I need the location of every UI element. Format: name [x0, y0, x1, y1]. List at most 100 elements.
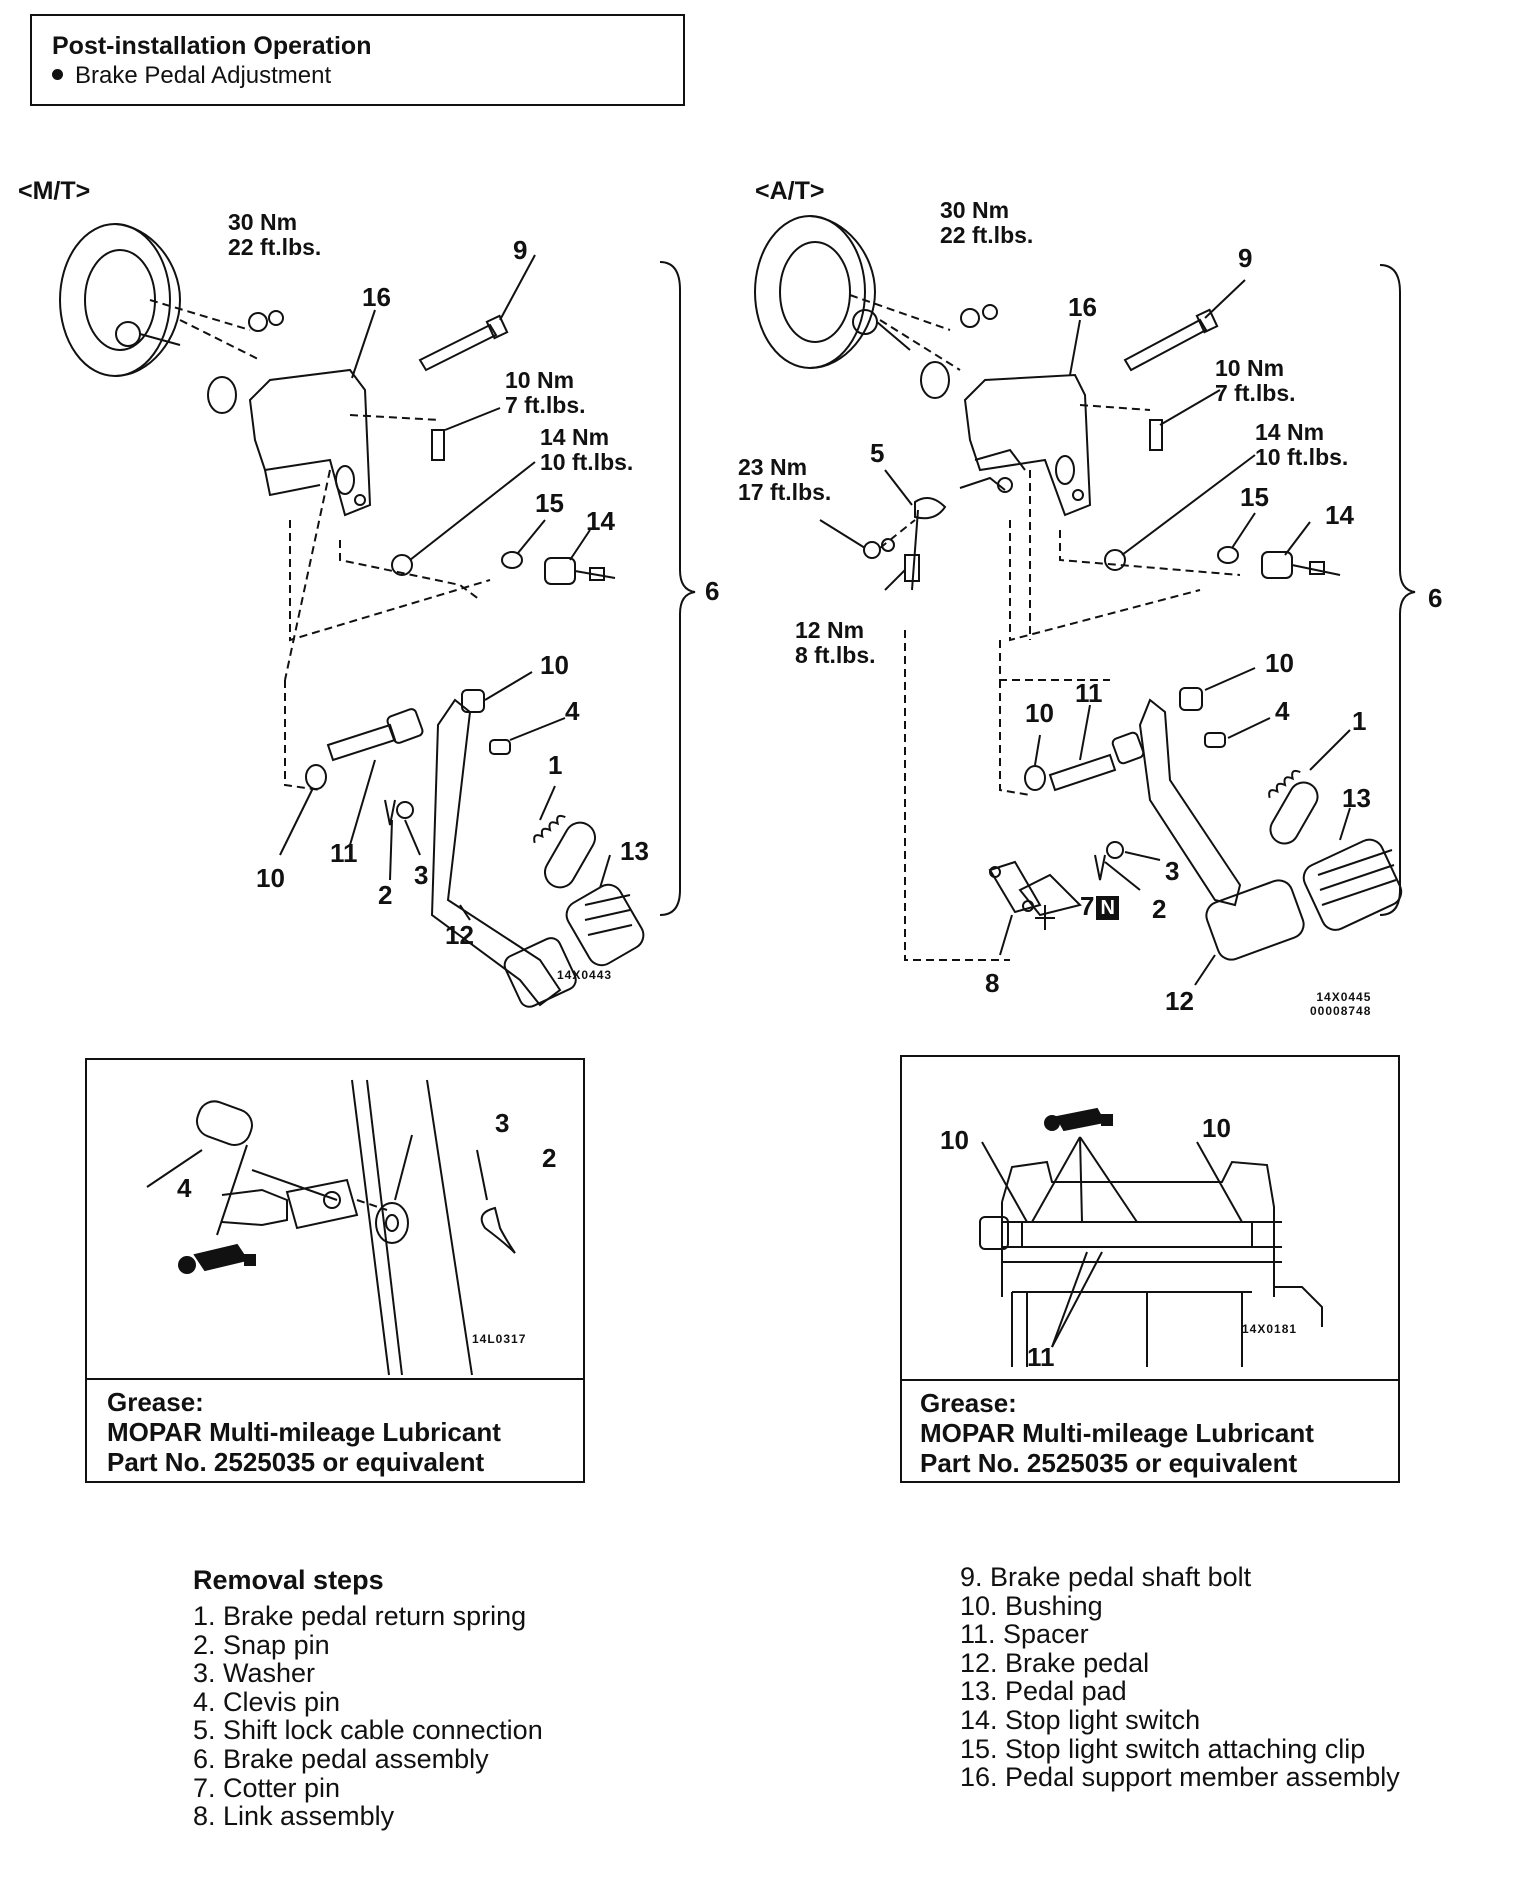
at-torque-shift-ftlbs: 17 ft.lbs.	[738, 479, 832, 506]
at-pedal-plate	[1205, 879, 1305, 961]
mt-label: <M/T>	[18, 177, 91, 205]
at-label-9: 9	[1238, 243, 1253, 273]
header-bullet-text: Brake Pedal Adjustment	[75, 62, 332, 89]
detail-left-grease-heading: Grease:	[107, 1387, 204, 1417]
at-label-13: 13	[1342, 783, 1371, 813]
mt-label-12: 12	[445, 920, 474, 950]
removal-step: 11. Spacer	[960, 1619, 1089, 1650]
header-box: Post-installation Operation Brake Pedal …	[30, 14, 685, 106]
removal-steps-left: 1. Brake pedal return spring 2. Snap pin…	[193, 1602, 543, 1831]
at-label-8: 8	[985, 968, 1000, 998]
mt-torque-booster-nm: 30 Nm	[228, 209, 298, 235]
mt-shaft-bolt	[418, 323, 498, 372]
detail-right-bracket	[1001, 1160, 1275, 1297]
mt-torque-bolt-ftlbs: 7 ft.lbs.	[505, 392, 586, 419]
detail-right-label-11: 11	[1027, 1342, 1055, 1372]
mt-label-1: 1	[548, 750, 563, 780]
at-torque-cable-nm: 12 Nm	[795, 617, 865, 643]
detail-left-drawing	[146, 1079, 516, 1376]
detail-right-grease-text: Grease: MOPAR Multi-mileage Lubricant Pa…	[920, 1388, 1314, 1479]
detail-left-label-4: 4	[177, 1173, 192, 1203]
detail-right-grease-icon	[1044, 1107, 1113, 1132]
at-torque-shift-nm: 23 Nm	[738, 454, 808, 480]
at-shift-lock-lever	[914, 497, 947, 520]
removal-step: 6. Brake pedal assembly	[193, 1743, 489, 1774]
removal-step: 16. Pedal support member assembly	[960, 1762, 1400, 1793]
at-label-16: 16	[1068, 292, 1097, 322]
mt-torque-booster-ftlbs: 22 ft.lbs.	[228, 234, 322, 261]
mt-torque-bolt: 10 Nm 7 ft.lbs.	[505, 367, 586, 419]
detail-right-divider	[902, 1379, 1398, 1381]
mt-label-10-left: 10	[256, 863, 285, 893]
detail-left-code: 14L0317	[472, 1332, 527, 1346]
removal-step: 14. Stop light switch	[960, 1704, 1201, 1735]
mt-assembly-brace	[659, 261, 696, 916]
at-torque-bolt-nm: 10 Nm	[1215, 355, 1285, 381]
detail-left-box: 3 2 4 14L0317 Grease: MOPAR Multi-mileag…	[85, 1058, 585, 1483]
at-torque-bolt-ftlbs: 7 ft.lbs.	[1215, 380, 1296, 407]
mt-torque-nut-nm: 14 Nm	[540, 424, 610, 450]
at-torque-nut-nm: 14 Nm	[1255, 419, 1325, 445]
removal-step: 1. Brake pedal return spring	[193, 1601, 527, 1631]
at-torque-booster-nm: 30 Nm	[940, 197, 1010, 223]
mt-label-16: 16	[362, 282, 391, 312]
removal-step: 3. Washer	[193, 1658, 316, 1689]
mt-drawing-code: 14X0443	[557, 968, 613, 982]
mt-label-10-right: 10	[540, 650, 569, 680]
removal-step: 5. Shift lock cable connection	[193, 1715, 543, 1746]
header-bullet: Brake Pedal Adjustment	[52, 62, 331, 90]
at-label-12: 12	[1165, 986, 1194, 1016]
detail-left-grease-icon	[178, 1243, 256, 1274]
at-drawing-code-2: 00008748	[1310, 1004, 1372, 1019]
at-label-2: 2	[1152, 894, 1167, 924]
at-label-7-number: 7	[1080, 891, 1095, 921]
at-link-assembly	[988, 860, 1042, 914]
mt-torque-nut-ftlbs: 10 ft.lbs.	[540, 449, 634, 476]
at-label-7-badge: N	[1096, 896, 1119, 921]
at-drawing-code-1: 14X0445	[1316, 990, 1372, 1004]
removal-step: 4. Clevis pin	[193, 1686, 341, 1717]
mt-torque-bolt-nm: 10 Nm	[505, 367, 575, 393]
at-torque-cable: 12 Nm 8 ft.lbs.	[795, 617, 876, 669]
at-torque-booster-ftlbs: 22 ft.lbs.	[940, 222, 1034, 249]
detail-left-washer	[375, 1202, 409, 1244]
at-label-6: 6	[1428, 583, 1443, 613]
mt-label-4: 4	[565, 696, 580, 726]
detail-right-grease-part: Part No. 2525035 or equivalent	[920, 1447, 1298, 1478]
mt-label-2: 2	[378, 880, 393, 910]
at-label-11: 11	[1075, 678, 1103, 708]
detail-right-label-10-right: 10	[1202, 1113, 1231, 1143]
at-torque-shift: 23 Nm 17 ft.lbs.	[738, 454, 832, 506]
removal-step: 12. Brake pedal	[960, 1647, 1150, 1678]
mt-pedal-pad	[565, 883, 645, 967]
removal-steps-right: 9. Brake pedal shaft bolt 10. Bushing 11…	[960, 1563, 1400, 1792]
mt-label-3: 3	[414, 860, 429, 890]
detail-left-grease-part: Part No. 2525035 or equivalent	[107, 1446, 485, 1477]
at-brake-booster	[754, 215, 866, 369]
at-label-4: 4	[1275, 696, 1290, 726]
mt-label-6: 6	[705, 576, 720, 606]
at-label-1: 1	[1352, 706, 1367, 736]
at-label-5: 5	[870, 438, 885, 468]
removal-step: 8. Link assembly	[193, 1801, 395, 1832]
at-label-10-top: 10	[1265, 648, 1294, 678]
at-label: <A/T>	[755, 177, 825, 205]
at-assembly-brace	[1379, 264, 1416, 916]
detail-right-code: 14X0181	[1242, 1322, 1298, 1336]
mt-label-13: 13	[620, 836, 649, 866]
mt-torque-booster: 30 Nm 22 ft.lbs.	[228, 209, 322, 261]
detail-left-divider	[87, 1378, 583, 1380]
removal-step: 7. Cotter pin	[193, 1772, 341, 1803]
removal-step: 15. Stop light switch attaching clip	[960, 1733, 1366, 1764]
at-torque-nut-ftlbs: 10 ft.lbs.	[1255, 444, 1349, 471]
detail-right-box: 10 10 11 14X0181 Grease: MOPAR Multi-mil…	[900, 1055, 1400, 1483]
mt-label-14: 14	[586, 506, 615, 536]
detail-left-grease-text: Grease: MOPAR Multi-mileage Lubricant Pa…	[107, 1387, 501, 1478]
at-label-3: 3	[1165, 856, 1180, 886]
bullet-icon	[52, 69, 63, 81]
detail-right-label-10-left: 10	[940, 1125, 969, 1155]
at-torque-bolt: 10 Nm 7 ft.lbs.	[1215, 355, 1296, 407]
